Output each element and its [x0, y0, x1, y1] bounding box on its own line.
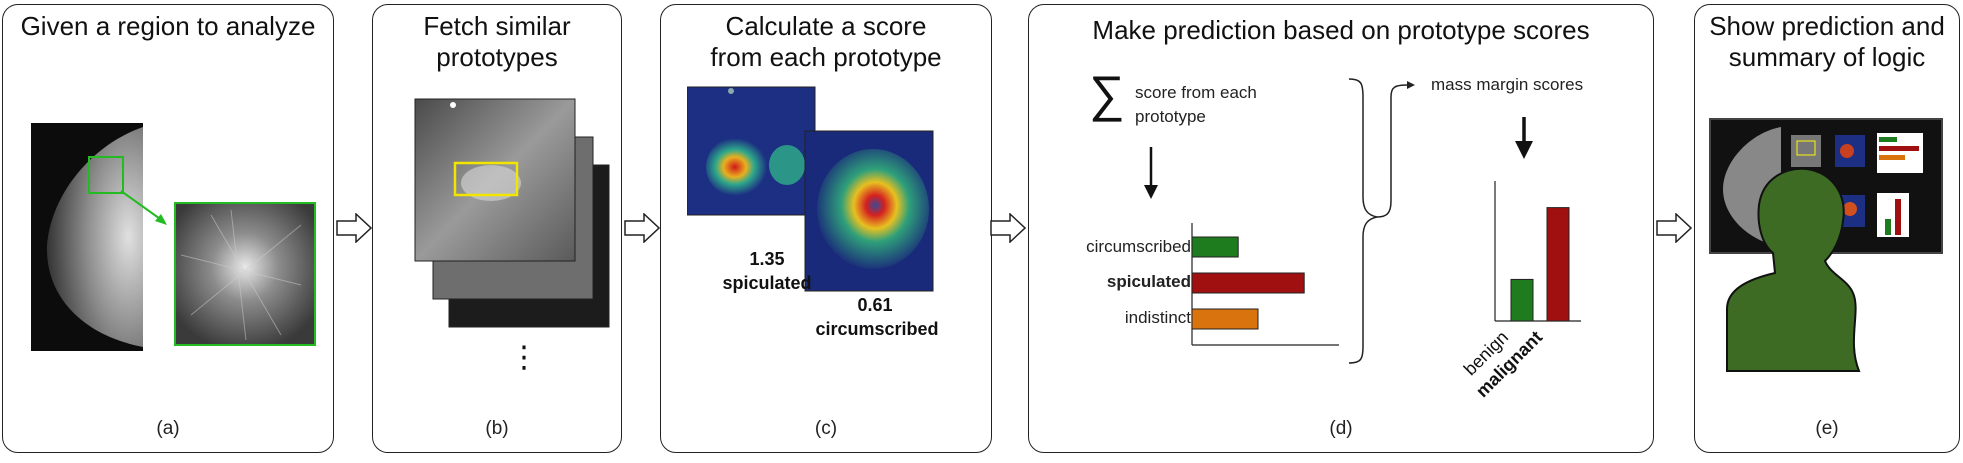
hbar-tick-label-2: indistinct	[1124, 308, 1191, 327]
down-arrow-icon	[1144, 147, 1158, 199]
panel-c-title-line1: Calculate a score	[725, 11, 927, 41]
panel-d: Make prediction based on prototype score…	[1028, 4, 1654, 453]
hbar-tick-label-0: circumscribed	[1086, 237, 1191, 256]
panel-b-label: (b)	[485, 418, 509, 439]
panel-a: Given a region to analyze (a)	[2, 4, 334, 453]
panel-b-title-line2: prototypes	[436, 42, 558, 72]
panel-e-title-line2: summary of logic	[1728, 42, 1926, 72]
brace-connector-illustration	[1348, 78, 1415, 364]
hbar-bar-circumscribed	[1191, 236, 1239, 258]
mammogram-region-illustration	[31, 123, 316, 351]
prototype-score-2: 0.61	[857, 295, 893, 315]
panel-e-title-line1: Show prediction and	[1709, 11, 1945, 41]
more-prototypes-ellipsis: ⋮	[509, 341, 539, 374]
vbar-bar-malignant	[1546, 207, 1570, 322]
sum-text-line1: score from each	[1135, 83, 1257, 102]
heatmap-illustration	[687, 86, 934, 292]
panel-d-title: Make prediction based on prototype score…	[1092, 15, 1590, 45]
panel-e-title: Show prediction and summary of logic	[1695, 11, 1959, 73]
prototype-name-1: spiculated	[722, 273, 812, 293]
prototype-score-1: 1.35	[749, 249, 785, 269]
panel-b: Fetch similar prototypes ⋮ (b)	[372, 4, 622, 453]
panel-c-title: Calculate a score from each prototype	[661, 11, 991, 73]
prototype-stack-illustration	[414, 98, 610, 328]
hbar-bar-indistinct	[1191, 308, 1259, 330]
flow-arrow-icon	[1656, 213, 1692, 243]
down-arrow-icon	[1515, 117, 1533, 159]
flow-arrow-icon	[990, 213, 1026, 243]
sum-icon: ∑	[1089, 66, 1125, 122]
panel-c: Calculate a score from each prototype	[660, 4, 992, 453]
flow-arrow-icon	[336, 213, 372, 243]
panel-c-label: (c)	[814, 418, 838, 439]
hbar-bar-spiculated	[1191, 272, 1305, 294]
panel-c-title-line2: from each prototype	[710, 42, 942, 72]
horizontal-bar-chart	[1191, 223, 1339, 346]
flow-arrow-icon	[624, 213, 660, 243]
vertical-bar-chart	[1494, 181, 1581, 322]
panel-b-title-line1: Fetch similar	[423, 11, 571, 41]
margin-scores-title: mass margin scores	[1431, 75, 1584, 94]
panel-e: Show prediction and summary of logic (e)	[1694, 4, 1960, 453]
sum-text-line2: prototype	[1135, 107, 1206, 126]
panel-e-label: (e)	[1815, 418, 1839, 439]
panel-b-title: Fetch similar prototypes	[373, 11, 621, 73]
panel-d-label: (d)	[1329, 418, 1353, 439]
hbar-tick-label-1: spiculated	[1106, 272, 1191, 291]
prototype-name-2: circumscribed	[815, 319, 939, 339]
summary-screen-illustration	[1709, 118, 1943, 372]
panel-a-title: Given a region to analyze	[20, 11, 316, 41]
vbar-bar-benign	[1510, 278, 1534, 322]
panel-a-label: (a)	[156, 418, 180, 439]
